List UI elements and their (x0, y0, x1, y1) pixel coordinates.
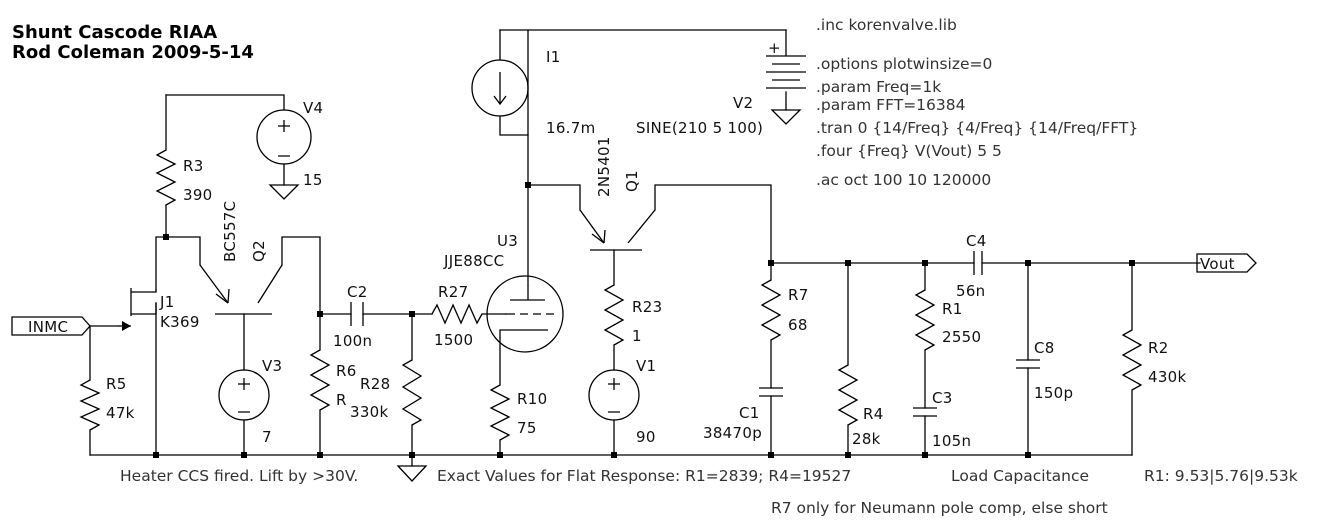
note-exact-values: Exact Values for Flat Response: R1=2839;… (437, 467, 851, 485)
voltage-source-v3 (218, 369, 270, 421)
label-c4-name: C4 (966, 232, 987, 250)
label-r1-value: 2550 (942, 328, 981, 346)
resistor-r28 (401, 359, 423, 426)
label-r7-name: R7 (788, 286, 809, 304)
capacitor-c3 (913, 407, 937, 417)
svg-text:+: + (768, 39, 781, 57)
label-r5-name: R5 (106, 375, 127, 393)
label-v4-name: V4 (303, 99, 323, 117)
capacitor-c1 (759, 387, 783, 397)
directive-options: .options plotwinsize=0 (816, 55, 992, 73)
directive-four: .four {Freq} V(Vout) 5 5 (816, 142, 1002, 160)
label-c1-value: 38470p (703, 424, 762, 442)
label-v2-name: V2 (733, 94, 753, 112)
resistor-r27 (431, 303, 483, 325)
label-r2-value: 430k (1148, 368, 1187, 386)
output-port (1196, 253, 1257, 273)
directive-param-fft: .param FFT=16384 (816, 96, 965, 114)
input-port-label: INMC (28, 318, 68, 336)
label-q2-name: Q2 (250, 240, 268, 262)
label-j1-name: J1 (159, 293, 175, 311)
resistor-r5 (79, 379, 101, 431)
label-r10-name: R10 (517, 390, 547, 408)
label-c3-value: 105n (932, 432, 971, 450)
voltage-source-v1 (588, 369, 640, 421)
label-r7-value: 68 (788, 316, 808, 334)
triode-u3 (486, 275, 564, 353)
directive-param-freq: .param Freq=1k (816, 78, 941, 96)
label-r4-name: R4 (863, 405, 884, 423)
label-u3-model: JJE88CC (443, 252, 504, 270)
label-r23-name: R23 (632, 298, 662, 316)
label-v3-name: V3 (262, 357, 282, 375)
label-r27-value: 1500 (434, 331, 473, 349)
resistor-r7 (760, 279, 782, 341)
capacitor-c2 (350, 302, 364, 326)
label-c8-name: C8 (1034, 339, 1055, 357)
ground-main (396, 465, 428, 482)
input-port (11, 316, 91, 336)
resistor-r4 (837, 364, 859, 426)
transistor-q2 (199, 264, 283, 315)
title-line-1: Shunt Cascode RIAA (12, 22, 217, 43)
ground-v2 (770, 109, 802, 125)
label-c1-name: C1 (739, 404, 760, 422)
resistor-r6 (309, 349, 331, 411)
label-r28-value: 330k (350, 403, 389, 421)
label-r6-value: R (336, 391, 347, 409)
label-r3-name: R3 (183, 157, 204, 175)
label-r10-value: 75 (517, 419, 537, 437)
title-line-2: Rod Coleman 2009-5-14 (12, 42, 254, 63)
label-c2-name: C2 (347, 283, 368, 301)
label-u3-name: U3 (497, 232, 518, 250)
resistor-r3 (155, 149, 177, 206)
label-r5-value: 47k (106, 404, 135, 422)
label-r3-value: 390 (183, 186, 213, 204)
label-i1-value: 16.7m (546, 119, 596, 137)
label-r1-name: R1 (942, 300, 963, 318)
directive-inc: .inc korenvalve.lib (816, 16, 957, 34)
capacitor-c4 (973, 251, 983, 275)
label-j1-model: K369 (160, 313, 200, 331)
label-q2-model: BC557C (221, 201, 239, 262)
label-v1-value: 90 (636, 428, 656, 446)
resistor-r1 (914, 289, 936, 351)
label-v4-value: 15 (303, 171, 323, 189)
voltage-source-v4 (256, 109, 312, 186)
junction-dots (153, 182, 1135, 458)
label-r2-name: R2 (1148, 339, 1169, 357)
resistor-r10 (489, 384, 511, 441)
transistor-q1 (579, 209, 656, 251)
label-r27-name: R27 (438, 283, 468, 301)
capacitor-c8 (1016, 359, 1040, 369)
label-c8-value: 150p (1034, 384, 1073, 402)
label-i1-name: I1 (546, 48, 561, 66)
note-r1-values: R1: 9.53|5.76|9.53k (1144, 467, 1298, 485)
note-r7: R7 only for Neumann pole comp, else shor… (771, 499, 1108, 517)
output-port-label: Vout (1200, 255, 1235, 273)
label-c4-value: 56n (956, 282, 986, 300)
label-r4-value: 28k (852, 430, 881, 448)
label-r6-name: R6 (336, 362, 357, 380)
label-v3-value: 7 (262, 428, 272, 446)
battery-v2: + (766, 39, 806, 89)
label-r23-value: 1 (632, 327, 642, 345)
label-c3-name: C3 (932, 389, 953, 407)
label-q1-name: Q1 (623, 170, 641, 192)
note-heater: Heater CCS fired. Lift by >30V. (120, 467, 358, 485)
resistor-r23 (603, 284, 625, 346)
label-v2-value: SINE(210 5 100) (636, 119, 763, 137)
resistor-r2 (1121, 329, 1143, 391)
directive-ac: .ac oct 100 10 120000 (816, 171, 991, 189)
label-r28-name: R28 (360, 375, 390, 393)
ground-v4 (268, 184, 300, 200)
jfet-j1 (118, 288, 157, 331)
label-v1-name: V1 (636, 357, 656, 375)
directive-tran: .tran 0 {14/Freq} {4/Freq} {14/Freq/FFT} (816, 119, 1138, 137)
label-q1-model: 2N5401 (595, 136, 613, 197)
current-source-i1 (471, 29, 529, 136)
label-c2-value: 100n (333, 332, 372, 350)
note-load-capacitance: Load Capacitance (951, 467, 1089, 485)
